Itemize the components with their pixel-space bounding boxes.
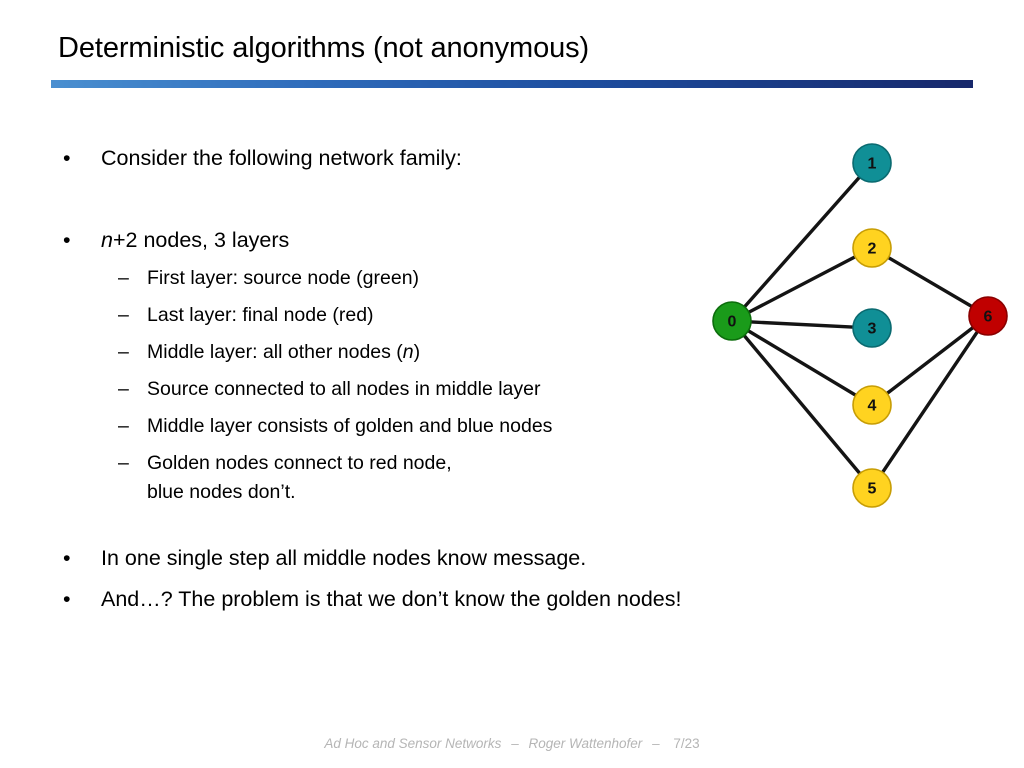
graph-node-label-0: 0 [728,314,737,331]
bullet-text-tail: ) [413,341,421,363]
graph-node-group: 0 1 2 3 4 5 6 [712,143,1008,508]
graph-node-label-6: 6 [984,309,993,326]
graph-edge-0-3 [747,320,857,329]
graph-node-1[interactable]: 1 [852,143,892,183]
graph-node-circle-3 [852,308,892,348]
graph-node-circle-5 [852,468,892,508]
bullet-dash-icon: – [118,304,129,326]
graph-node-circle-1 [852,143,892,183]
graph-node-circle-2 [852,228,892,268]
graph-node-0[interactable]: 0 [712,301,752,341]
italic-variable: n [402,341,414,363]
graph-node-label-3: 3 [868,321,877,338]
bullet-dash-icon: – [118,267,129,289]
bullet-text: Middle layer consists of golden and blue… [147,415,553,437]
bullet-dot-icon: • [63,146,71,170]
graph-node-label-2: 2 [868,241,877,258]
graph-node-5[interactable]: 5 [852,468,892,508]
bullet-text: In one single step all middle nodes know… [101,546,587,570]
graph-edge-5-6 [879,328,981,476]
bullet-dash-icon: – [118,378,129,400]
bullet-text: blue nodes don’t. [147,481,296,503]
graph-node-circle-0 [712,301,752,341]
bullet-dash-icon: – [118,415,129,437]
network-graph-figure: 0 1 2 3 4 5 6 [690,120,1024,530]
bullet-text: Last layer: final node (red) [147,304,374,326]
graph-edge-0-2 [745,254,859,315]
bullet-text: First layer: source node (green) [147,267,420,289]
slide-footer: Ad Hoc and Sensor Networks – Roger Watte… [0,736,1024,751]
title-underline-bar [51,80,973,88]
bullet-text-head: Middle layer: all other nodes ( [147,341,403,363]
bullet-dot-icon: • [63,228,71,252]
graph-node-circle-4 [852,385,892,425]
graph-edge-2-6 [884,254,976,310]
bullet-dot-icon: • [63,587,71,611]
graph-node-label-5: 5 [868,481,877,498]
graph-edge-group [741,174,981,477]
bullet-dot-icon: • [63,546,71,570]
bullet-text: n+2 nodes, 3 layers [101,227,289,253]
bullet-dash-icon: – [118,341,129,363]
graph-edge-0-4 [744,328,860,398]
graph-edge-0-1 [741,174,863,310]
graph-node-2[interactable]: 2 [852,228,892,268]
bullet-dash-icon: – [118,452,129,474]
bullet-text: Consider the following network family: [101,146,462,170]
graph-node-label-1: 1 [868,156,877,173]
footer-author: Roger Wattenhofer [528,736,643,751]
graph-node-circle-6 [968,296,1008,336]
graph-node-label-4: 4 [868,398,877,415]
graph-node-3[interactable]: 3 [852,308,892,348]
footer-page-number: 7/23 [673,736,700,751]
bullet-text: Golden nodes connect to red node, [147,452,452,474]
graph-edge-0-5 [741,332,863,477]
footer-course: Ad Hoc and Sensor Networks [324,736,502,751]
graph-edge-4-6 [883,324,977,397]
italic-variable: n [101,228,113,252]
graph-node-6[interactable]: 6 [968,296,1008,336]
bullet-text: Source connected to all nodes in middle … [147,378,541,400]
bullet-text: Middle layer: all other nodes (n) [147,340,420,364]
bullet-text-rest: +2 nodes, 3 layers [112,228,290,252]
graph-node-4[interactable]: 4 [852,385,892,425]
network-graph-svg: 0 1 2 3 4 5 6 [712,143,1008,508]
page-title: Deterministic algorithms (not anonymous) [58,32,590,64]
footer-separator-1: – [511,736,519,751]
footer-separator-2: – [652,736,660,751]
bullet-text: And…? The problem is that we don’t know … [101,587,682,611]
